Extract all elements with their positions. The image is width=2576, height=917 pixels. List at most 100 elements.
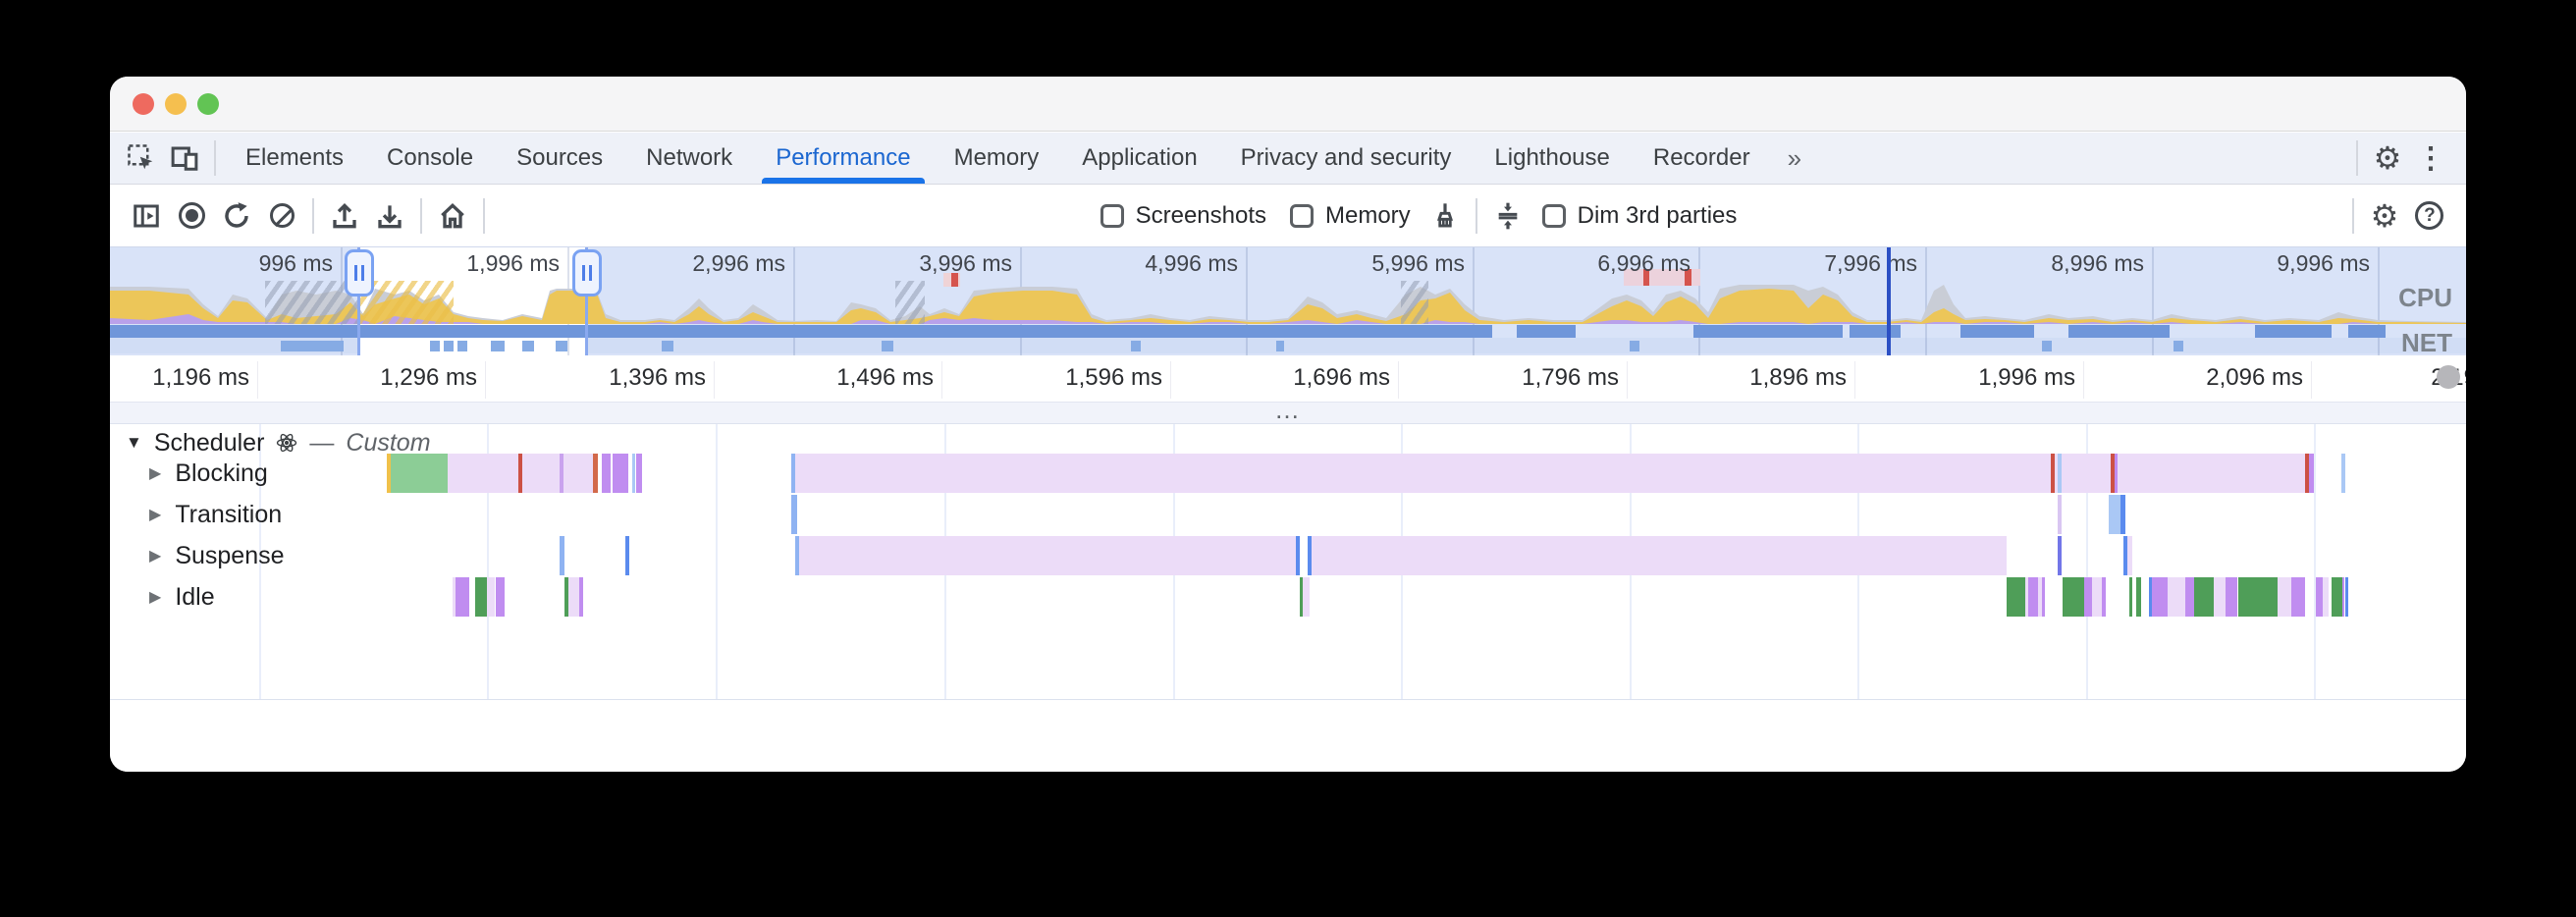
track-bar-segment[interactable] — [2238, 577, 2278, 617]
track-bar-segment[interactable] — [2323, 577, 2329, 617]
track-bar-segment[interactable] — [2063, 577, 2084, 617]
track-bar-segment[interactable] — [391, 454, 448, 493]
track-bar-segment[interactable] — [1300, 577, 1303, 617]
tab-sources[interactable]: Sources — [516, 144, 604, 171]
track-bar-segment[interactable] — [579, 577, 583, 617]
track-bar-segment[interactable] — [2129, 577, 2132, 617]
track-bar-segment[interactable] — [2185, 577, 2194, 617]
track-group-header-scheduler[interactable]: ▼ Scheduler — Custom — [126, 428, 431, 458]
tab-lighthouse[interactable]: Lighthouse — [1494, 144, 1610, 171]
track-row-transition[interactable]: ▶ Transition — [110, 494, 2466, 535]
track-bar-segment[interactable] — [2316, 577, 2323, 617]
track-bar-segment[interactable] — [625, 536, 629, 575]
track-bar-segment[interactable] — [791, 495, 797, 534]
transition-bars[interactable] — [110, 495, 2466, 534]
track-bar-segment[interactable] — [2055, 454, 2058, 493]
track-bar-segment[interactable] — [453, 577, 456, 617]
blocking-bars[interactable] — [110, 454, 2466, 493]
collect-garbage-button[interactable] — [1422, 193, 1468, 239]
track-bar-segment[interactable] — [2092, 577, 2102, 617]
memory-checkbox[interactable] — [1290, 203, 1314, 228]
track-bar-segment[interactable] — [456, 577, 469, 617]
track-bar-segment[interactable] — [560, 536, 564, 575]
customize-devtools-button[interactable]: ⋮ — [2409, 138, 2452, 178]
more-tabs-button[interactable]: » — [1787, 142, 1802, 173]
collapse-triangle-icon[interactable]: ▼ — [126, 433, 142, 452]
suspense-bars[interactable] — [110, 536, 2466, 575]
track-bar-segment[interactable] — [593, 454, 598, 493]
track-bar-segment[interactable] — [1303, 577, 1310, 617]
toggle-sidebar-button[interactable] — [124, 193, 169, 239]
close-window-button[interactable] — [133, 93, 154, 115]
track-bar-segment[interactable] — [799, 536, 1296, 575]
track-bar-segment[interactable] — [1308, 536, 1312, 575]
track-label-idle[interactable]: ▶ Idle — [149, 576, 215, 618]
track-bar-segment[interactable] — [1312, 536, 2007, 575]
track-row-blocking[interactable]: ▶ Blocking — [110, 453, 2466, 494]
memory-toggle[interactable]: Memory — [1290, 202, 1411, 230]
track-bar-segment[interactable] — [632, 454, 635, 493]
track-bar-segment[interactable] — [2042, 577, 2045, 617]
track-bar-segment[interactable] — [2309, 454, 2314, 493]
track-label-transition[interactable]: ▶ Transition — [149, 494, 282, 535]
track-bar-segment[interactable] — [795, 454, 2051, 493]
track-bar-segment[interactable] — [791, 454, 795, 493]
track-bar-segment[interactable] — [560, 454, 564, 493]
track-label-blocking[interactable]: ▶ Blocking — [149, 453, 268, 494]
track-bar-segment[interactable] — [2305, 454, 2309, 493]
capture-settings-button[interactable]: ⚙ — [2362, 193, 2407, 239]
track-bar-segment[interactable] — [522, 454, 560, 493]
track-row-suspense[interactable]: ▶ Suspense — [110, 535, 2466, 576]
screenshots-checkbox[interactable] — [1100, 203, 1124, 228]
track-bar-segment[interactable] — [448, 454, 518, 493]
track-bar-segment[interactable] — [2194, 577, 2214, 617]
device-toolbar-button[interactable] — [163, 138, 206, 178]
minimize-window-button[interactable] — [165, 93, 187, 115]
track-bar-segment[interactable] — [2038, 577, 2042, 617]
track-bar-segment[interactable] — [2058, 536, 2062, 575]
track-bar-segment[interactable] — [2149, 577, 2152, 617]
settings-gear-button[interactable]: ⚙ — [2366, 138, 2409, 178]
tab-network[interactable]: Network — [646, 144, 733, 171]
track-bar-segment[interactable] — [568, 577, 579, 617]
track-bar-segment[interactable] — [2028, 577, 2038, 617]
screenshots-toggle[interactable]: Screenshots — [1100, 202, 1266, 230]
track-bar-segment[interactable] — [2127, 536, 2132, 575]
track-bar-segment[interactable] — [2136, 577, 2141, 617]
expand-triangle-icon[interactable]: ▶ — [149, 507, 162, 523]
track-bar-segment[interactable] — [496, 577, 505, 617]
save-profile-button[interactable] — [367, 193, 412, 239]
track-bar-segment[interactable] — [2120, 495, 2125, 534]
track-bar-segment[interactable] — [2058, 495, 2062, 534]
track-bar-segment[interactable] — [387, 454, 391, 493]
track-bar-segment[interactable] — [613, 454, 628, 493]
record-and-reload-button[interactable] — [214, 193, 259, 239]
track-bar-segment[interactable] — [2226, 577, 2237, 617]
dim-3rd-parties-toggle[interactable]: Dim 3rd parties — [1541, 202, 1737, 230]
tab-recorder[interactable]: Recorder — [1652, 144, 1750, 171]
track-bar-segment[interactable] — [2342, 577, 2344, 617]
track-area[interactable]: ▼ Scheduler — Custom ▶ Blocking ▶ Transi… — [110, 424, 2466, 700]
track-bar-segment[interactable] — [795, 536, 799, 575]
tab-console[interactable]: Console — [387, 144, 474, 171]
track-bar-segment[interactable] — [2341, 454, 2345, 493]
tab-elements[interactable]: Elements — [245, 144, 345, 171]
help-button[interactable]: ? — [2407, 193, 2452, 239]
track-row-idle[interactable]: ▶ Idle — [110, 576, 2466, 618]
maximize-window-button[interactable] — [197, 93, 219, 115]
track-bar-segment[interactable] — [2062, 454, 2111, 493]
track-bar-segment[interactable] — [2084, 577, 2092, 617]
track-bar-segment[interactable] — [2051, 454, 2055, 493]
track-bar-segment[interactable] — [2152, 577, 2168, 617]
track-bar-segment[interactable] — [2058, 454, 2062, 493]
track-bar-segment[interactable] — [2118, 454, 2305, 493]
track-bar-segment[interactable] — [518, 454, 522, 493]
track-bar-segment[interactable] — [2111, 454, 2115, 493]
track-bar-segment[interactable] — [2332, 577, 2342, 617]
track-bar-segment[interactable] — [2115, 454, 2118, 493]
track-bar-segment[interactable] — [2345, 577, 2348, 617]
track-bar-segment[interactable] — [487, 577, 495, 617]
track-bar-segment[interactable] — [2007, 577, 2025, 617]
